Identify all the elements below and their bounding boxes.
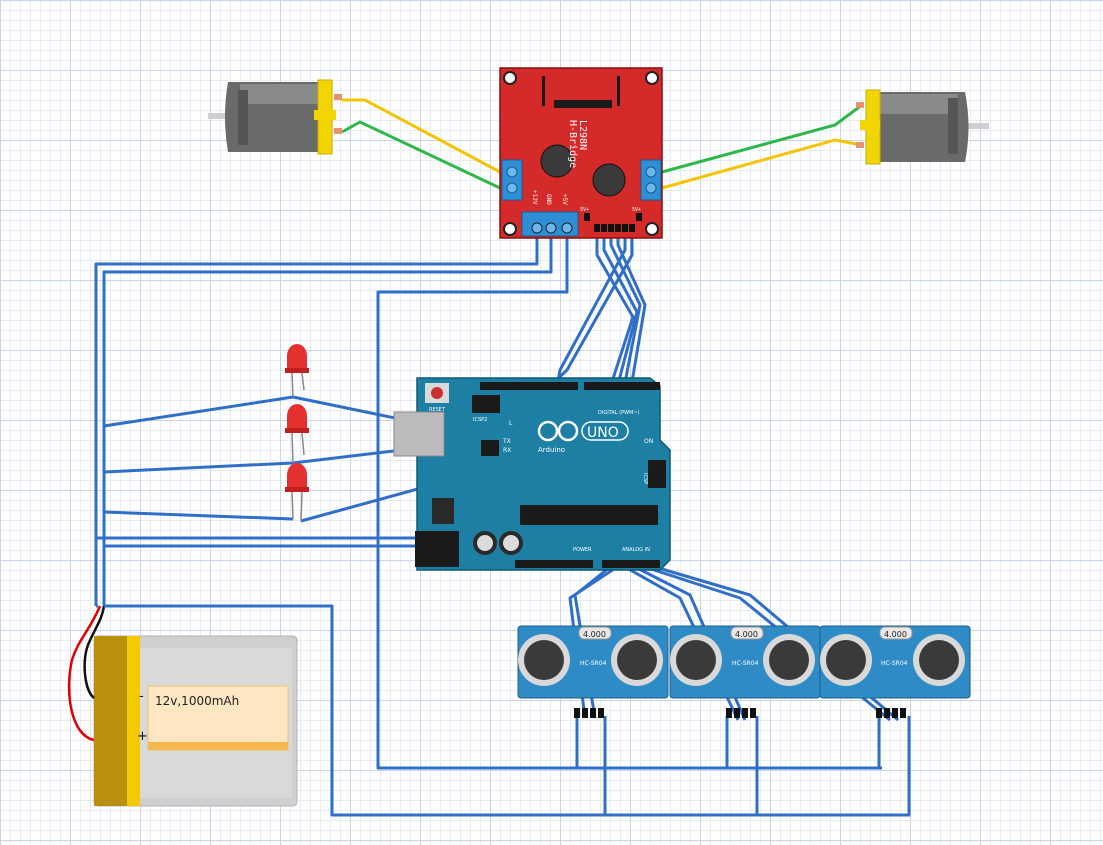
sensor-3-model: HC-SR04 <box>881 660 908 667</box>
arduino-icsp-label: ICSP <box>642 473 648 484</box>
arduino-uno[interactable]: RESET ICSP2 DIGITAL (PWM~) UNO Arduino O… <box>393 377 671 571</box>
left-motor-green-wire[interactable] <box>341 120 501 190</box>
ultrasonic-sensor-2[interactable]: 4.000 HC-SR04 <box>669 625 821 718</box>
hbridge-jumper-b: 5V+ <box>632 207 641 213</box>
right-motor[interactable] <box>856 89 989 165</box>
arduino-brand-label: Arduino <box>538 446 565 454</box>
sensor-1-model: HC-SR04 <box>580 660 607 667</box>
arduino-on-label: ON <box>644 438 653 445</box>
arduino-rx-label: RX <box>503 447 511 454</box>
sensor-1-crystal: 4.000 <box>583 630 606 639</box>
arduino-model-label: UNO <box>587 425 619 441</box>
ultrasonic-sensor-1[interactable]: 4.000 HC-SR04 <box>517 625 669 718</box>
battery-black-lead[interactable] <box>83 605 106 699</box>
battery-label: 12v,1000mAh <box>155 694 239 708</box>
left-motor[interactable] <box>208 79 342 155</box>
led-2[interactable] <box>285 404 309 464</box>
battery[interactable]: 12v,1000mAh + - <box>93 635 298 807</box>
hbridge-pin-gnd: GND <box>545 194 552 205</box>
sensor-2-model: HC-SR04 <box>732 660 759 667</box>
hbridge-pin-12v: +12V <box>531 190 538 205</box>
l298n-h-bridge[interactable]: L298N H-Bridge +12V GND +5V 5V+ 5V+ <box>499 67 663 239</box>
hbridge-subtitle: H-Bridge <box>567 120 578 168</box>
battery-plus-mark: + <box>137 729 148 744</box>
led-3[interactable] <box>285 463 309 522</box>
arduino-digital-label: DIGITAL (PWM~) <box>598 410 640 416</box>
ultrasonic-sensor-3[interactable]: 4.000 HC-SR04 <box>819 625 971 718</box>
hbridge-title: L298N <box>577 120 588 150</box>
right-motor-yellow-wire[interactable] <box>661 138 863 190</box>
arduino-logo <box>537 420 579 442</box>
arduino-power-label: POWER <box>573 547 592 553</box>
arduino-analog-label: ANALOG IN <box>622 547 650 553</box>
arduino-icsp2-label: ICSP2 <box>473 417 487 423</box>
right-motor-green-wire[interactable] <box>661 103 863 174</box>
battery-minus-mark: - <box>139 689 144 704</box>
battery-red-lead[interactable] <box>67 605 102 742</box>
hbridge-pin-5v: +5V <box>561 194 568 205</box>
left-motor-yellow-wire[interactable] <box>342 98 501 174</box>
hbridge-jumper-a: 5V+ <box>580 207 589 213</box>
arduino-tx-label: TX <box>502 438 511 445</box>
led-1[interactable] <box>285 344 309 398</box>
arduino-l-label: L <box>509 420 513 427</box>
sensor-2-crystal: 4.000 <box>735 630 758 639</box>
arduino-reset-label: RESET <box>429 407 446 413</box>
sensor-3-crystal: 4.000 <box>884 630 907 639</box>
